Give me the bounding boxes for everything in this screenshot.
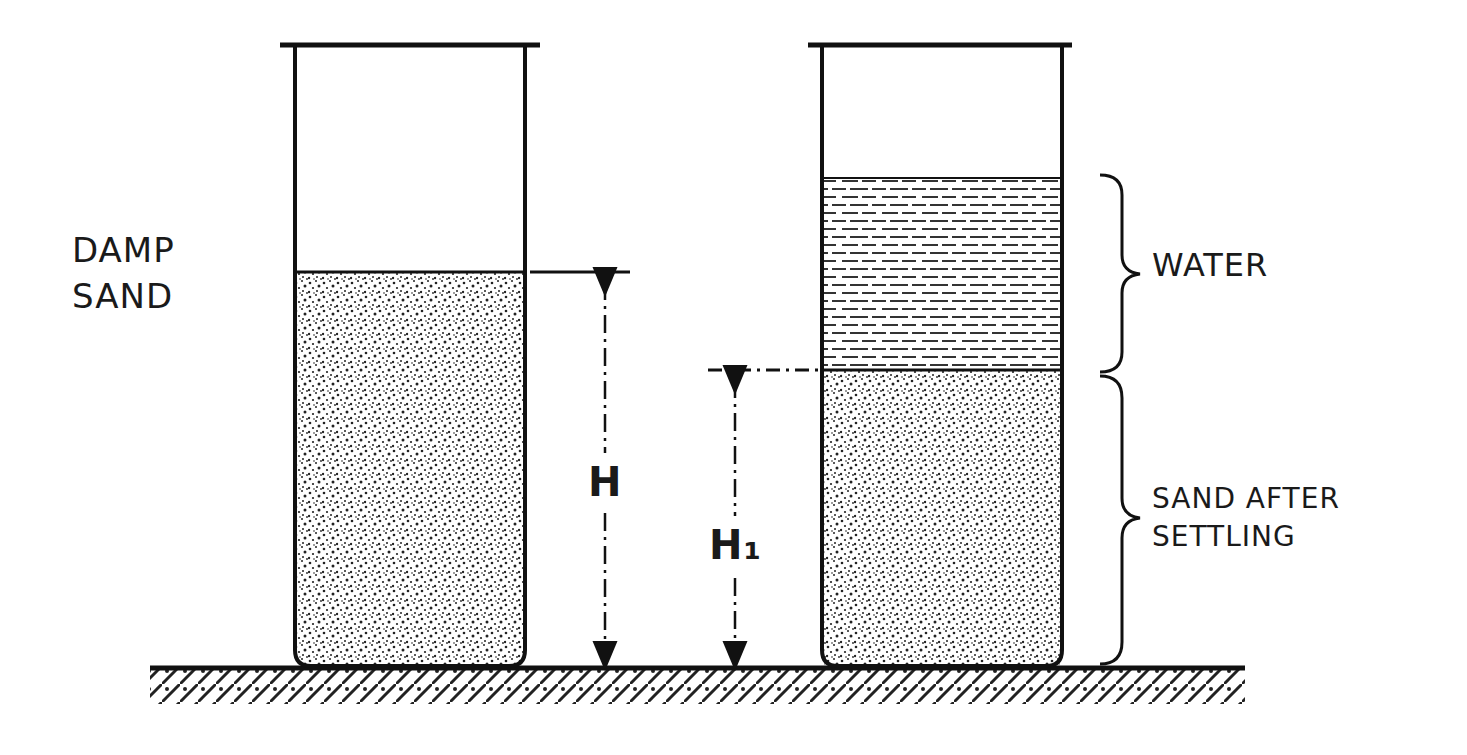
part-label: SAND AFTER SETTLING — [1152, 480, 1402, 556]
ground-hatch — [150, 668, 1245, 704]
jar — [822, 45, 1062, 666]
dimension-label: H — [584, 453, 626, 511]
brace — [1100, 175, 1140, 372]
extension-line — [530, 271, 630, 274]
brace — [1100, 376, 1140, 664]
settled-sand — [824, 370, 1060, 665]
part-label: DAMP SAND — [72, 228, 242, 320]
jar-rim — [808, 43, 1072, 48]
jar-rim — [280, 43, 540, 48]
water — [824, 178, 1060, 370]
part-label: WATER — [1152, 244, 1372, 287]
jar — [295, 45, 525, 666]
damp-sand — [297, 272, 523, 665]
dimension-label: H₁ — [705, 516, 766, 574]
extension-line — [708, 369, 818, 372]
